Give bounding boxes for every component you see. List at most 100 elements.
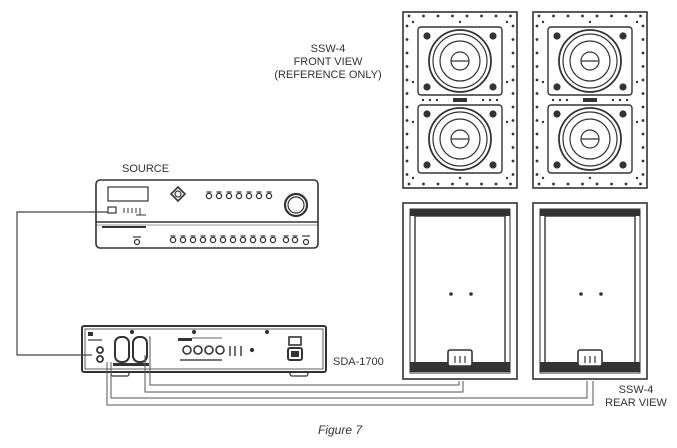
screw-hole	[641, 146, 645, 149]
rear-view-label: SSW-4 REAR VIEW	[596, 384, 676, 410]
screw-hole	[588, 20, 592, 24]
logo-badge	[453, 98, 467, 102]
power-switch	[107, 206, 117, 214]
screw-hole	[566, 182, 570, 186]
screw-hole	[480, 182, 483, 186]
screw-hole	[505, 120, 509, 124]
screw-hole	[405, 132, 409, 136]
screw-hole	[405, 159, 409, 163]
front-panel-button	[169, 236, 177, 244]
screw-hole	[505, 80, 509, 84]
speaker-terminal-1	[114, 336, 130, 363]
screw-hole	[488, 98, 492, 102]
front-view-model: SSW-4	[310, 43, 346, 55]
front-panel-button	[219, 236, 227, 244]
screw-hole	[535, 38, 539, 41]
screw-hole	[481, 98, 485, 102]
screw-hole	[436, 14, 440, 18]
screw-hole	[505, 20, 509, 24]
screw-hole	[641, 159, 645, 163]
screw-hole	[465, 14, 469, 18]
screw-hole	[511, 173, 515, 176]
screw-hole	[511, 159, 515, 163]
display-window	[107, 186, 149, 202]
front-panel-button	[291, 236, 299, 244]
screw-hole	[465, 182, 469, 186]
screw-hole	[494, 14, 498, 18]
screw-hole	[641, 92, 645, 95]
screw-hole	[641, 105, 645, 109]
speaker-terminal-2	[132, 336, 148, 363]
screw-hole	[537, 14, 541, 18]
screw-hole	[405, 146, 409, 149]
screw-hole	[624, 14, 628, 18]
screw-hole	[635, 80, 639, 84]
screw-hole	[535, 159, 539, 163]
screw-hole	[435, 98, 439, 102]
screw-hole	[639, 182, 642, 186]
screw-hole	[610, 14, 613, 18]
screw-hole	[535, 24, 539, 28]
power-switch	[288, 336, 302, 346]
screw-hole	[552, 182, 555, 186]
screw-hole	[535, 146, 539, 149]
screw-hole	[405, 38, 409, 41]
screw-hole	[451, 14, 454, 18]
screw-hole	[610, 182, 613, 186]
screw-hole	[535, 65, 539, 68]
speaker-front-2	[532, 11, 648, 189]
screw-hole	[480, 14, 483, 18]
front-panel-button	[225, 192, 233, 200]
screw-hole	[581, 182, 584, 186]
woofer-lower	[417, 104, 503, 174]
screw-hole	[405, 173, 409, 176]
screw-hole	[511, 65, 515, 68]
screw-hole	[595, 14, 599, 18]
front-view-label: SSW-4 FRONT VIEW (REFERENCE ONLY)	[268, 43, 388, 82]
screw-hole	[421, 98, 425, 102]
screw-hole	[618, 98, 622, 102]
screw-hole	[411, 80, 415, 84]
screw-hole	[535, 119, 539, 122]
front-panel-button	[215, 192, 223, 200]
source-label: SOURCE	[122, 163, 170, 175]
front-panel-button	[265, 192, 273, 200]
screw-hole	[405, 51, 409, 55]
mounting-holes	[405, 14, 515, 186]
amplifier-sda-1700	[81, 325, 327, 377]
logo-badge	[583, 98, 597, 102]
screw-hole	[511, 132, 515, 136]
screw-hole	[641, 38, 645, 41]
screw-hole	[451, 182, 454, 186]
woofer-upper	[417, 26, 503, 96]
front-panel-button	[239, 236, 247, 244]
screw-hole	[625, 98, 629, 102]
amplifier-label: SDA-1700	[333, 356, 384, 368]
screw-hole	[509, 14, 512, 18]
screw-hole	[551, 98, 555, 102]
speaker-front-1	[402, 11, 518, 189]
screw-hole	[405, 105, 409, 109]
screw-hole	[411, 176, 415, 180]
speaker-rear-2	[532, 202, 648, 380]
screw-hole	[611, 98, 615, 102]
screw-hole	[509, 182, 512, 186]
rear-view-model: SSW-4	[618, 384, 654, 396]
volume-knob	[283, 192, 309, 218]
mounting-holes	[535, 14, 645, 186]
front-view-title: FRONT VIEW	[293, 56, 363, 68]
front-panel-button	[199, 236, 207, 244]
screw-hole	[411, 120, 415, 124]
input-cable	[16, 211, 108, 356]
speaker-cables	[106, 336, 594, 406]
navigation-pad	[169, 185, 187, 203]
screw-hole	[495, 98, 499, 102]
front-panel-button	[269, 236, 277, 244]
screw-hole	[588, 176, 592, 180]
screw-hole	[436, 182, 440, 186]
screw-hole	[541, 80, 545, 84]
screw-hole	[624, 182, 628, 186]
screw-hole	[511, 24, 515, 28]
screw-hole	[405, 24, 409, 28]
